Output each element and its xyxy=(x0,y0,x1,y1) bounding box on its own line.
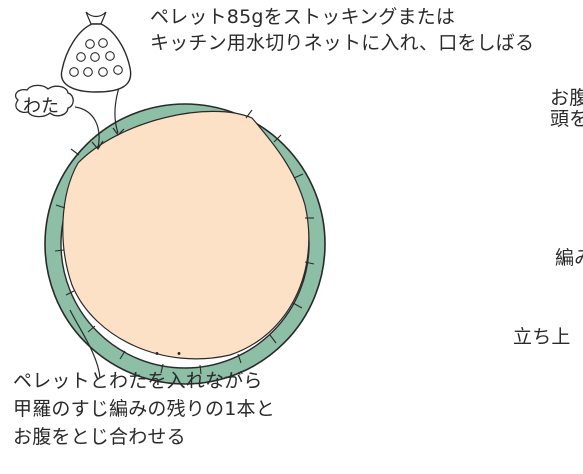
pellet-bag-icon xyxy=(60,11,132,93)
wata-cloud-icon xyxy=(14,84,74,118)
right-cut-label-2: 頭を xyxy=(550,108,583,130)
right-cut-label-3: 編み xyxy=(555,247,583,269)
stitch-marks xyxy=(54,109,315,375)
pellet-instruction-line2: キッチン用水切りネットに入れ、口をしばる xyxy=(150,32,535,54)
join-instruction-line2: 甲羅のすじ編みの残りの1本と xyxy=(13,398,275,420)
belly-panel xyxy=(62,110,310,360)
pellet-instruction-line1: ペレット85gをストッキングまたは xyxy=(150,6,456,28)
emphasis-dots: ・・ xyxy=(150,347,194,363)
right-cut-label-4: 立ち上 xyxy=(513,326,571,348)
join-instruction-line3: お腹をとじ合わせる xyxy=(13,426,186,448)
join-instruction-line1: ペレットとわたを入れながら xyxy=(13,370,263,392)
right-cut-label-1: お腹 xyxy=(550,87,583,109)
wata-label: わた xyxy=(23,96,59,117)
